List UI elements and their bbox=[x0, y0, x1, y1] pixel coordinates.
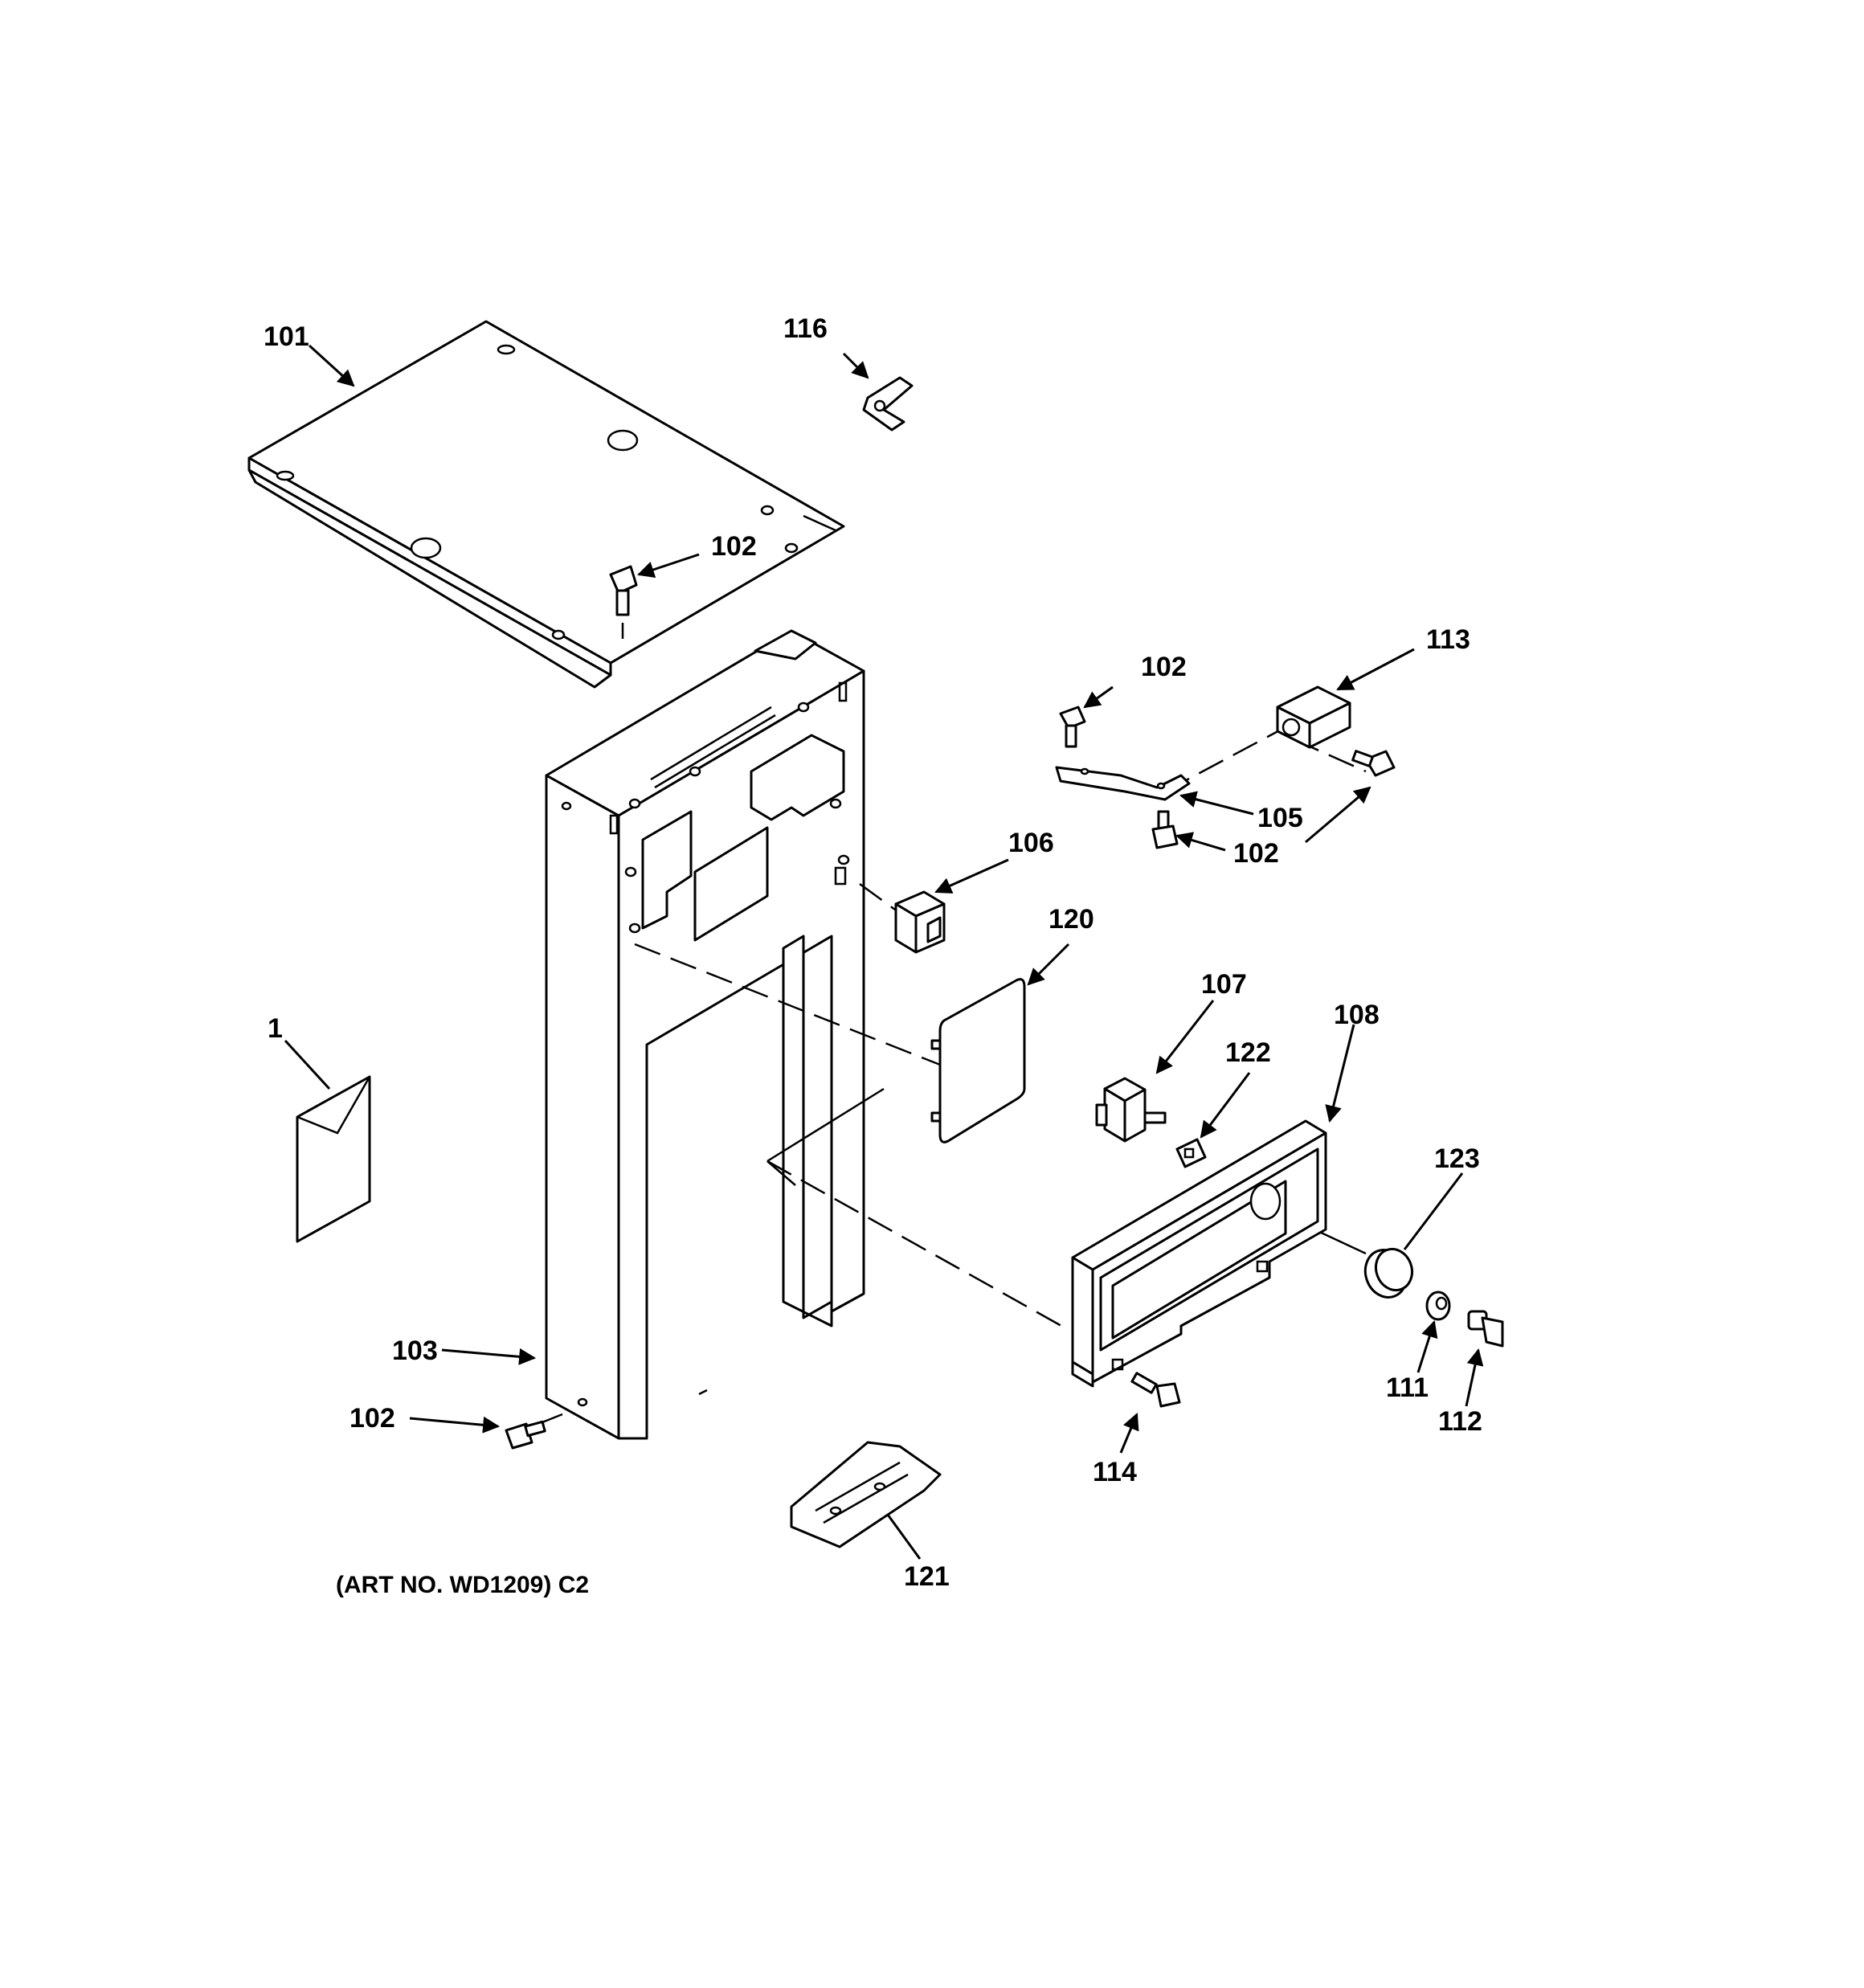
parts-bag-121 bbox=[790, 1441, 942, 1548]
screw-102-bracket-right bbox=[1351, 750, 1396, 777]
callout-112: 112 bbox=[1438, 1406, 1482, 1437]
callout-102-bracket-bottom: 102 bbox=[1233, 838, 1279, 869]
rocker-switch-106 bbox=[894, 890, 946, 954]
cover-plate-120 bbox=[930, 978, 1026, 1143]
nut-111 bbox=[1425, 1291, 1451, 1321]
knob-112 bbox=[1467, 1310, 1504, 1348]
callout-122: 122 bbox=[1225, 1037, 1271, 1068]
callout-105: 105 bbox=[1257, 803, 1303, 833]
callout-101: 101 bbox=[264, 321, 309, 352]
callout-106: 106 bbox=[1008, 828, 1054, 858]
screw-102-upper bbox=[609, 565, 638, 639]
bezel-ring-123 bbox=[1363, 1247, 1414, 1299]
cabinet-frame-103 bbox=[545, 629, 865, 1440]
clip-116 bbox=[862, 376, 914, 432]
bracket-105 bbox=[1055, 766, 1191, 801]
callout-107: 107 bbox=[1201, 969, 1247, 1000]
callout-120: 120 bbox=[1048, 904, 1094, 935]
callout-116: 116 bbox=[783, 313, 828, 344]
callout-leaders bbox=[284, 344, 1484, 1560]
screw-102-bottom bbox=[505, 1413, 563, 1450]
callout-102-bracket-top: 102 bbox=[1141, 652, 1187, 682]
clip-122 bbox=[1175, 1138, 1207, 1168]
literature-envelope-1 bbox=[296, 1075, 371, 1243]
callout-1: 1 bbox=[268, 1013, 283, 1044]
art-number: (ART NO. WD1209) C2 bbox=[336, 1572, 590, 1598]
top-cover-panel-101 bbox=[247, 320, 845, 689]
callout-102-bottom: 102 bbox=[350, 1403, 395, 1434]
callout-111: 111 bbox=[1386, 1372, 1429, 1403]
callout-102-top: 102 bbox=[711, 531, 757, 562]
control-107 bbox=[1095, 1077, 1167, 1143]
callout-108: 108 bbox=[1334, 1000, 1380, 1030]
screw-114 bbox=[1130, 1372, 1181, 1408]
callout-114: 114 bbox=[1093, 1457, 1137, 1487]
control-panel-108 bbox=[1071, 1119, 1327, 1388]
screw-102-bracket-top bbox=[1059, 706, 1086, 748]
screw-102-bracket-bottom bbox=[1151, 810, 1179, 849]
callout-103: 103 bbox=[392, 1336, 438, 1366]
callout-121: 121 bbox=[904, 1561, 950, 1592]
callout-113: 113 bbox=[1426, 624, 1470, 655]
block-113 bbox=[1276, 685, 1351, 749]
callout-123: 123 bbox=[1434, 1143, 1480, 1174]
